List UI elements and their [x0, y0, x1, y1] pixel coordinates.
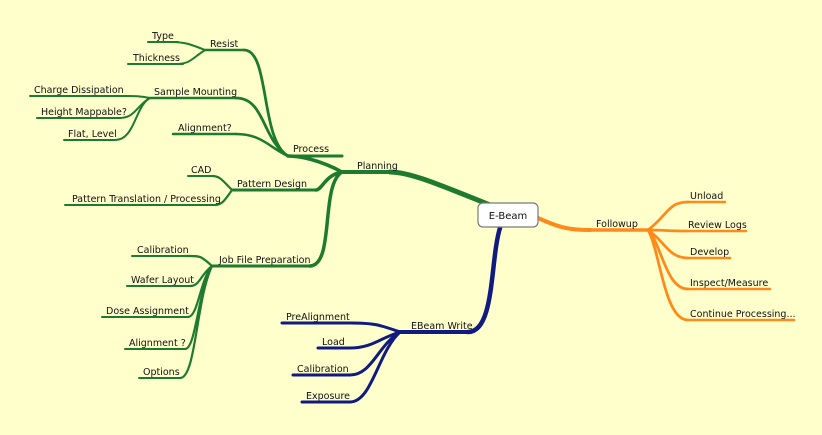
connector-fu-review-logs	[646, 228, 688, 233]
connector-fu-inspect	[646, 228, 690, 291]
node-height-mappable[interactable]: Height Mappable?	[41, 107, 127, 118]
root-node-box	[477, 202, 539, 228]
node-prealignment[interactable]: PreAlignment	[286, 312, 350, 323]
node-alignment[interactable]: Alignment?	[178, 123, 232, 134]
node-type[interactable]: Type	[151, 31, 174, 42]
node-load[interactable]: Load	[322, 337, 345, 348]
connector-sm-charge	[124, 95, 151, 99]
node-exposure[interactable]: Exposure	[306, 391, 350, 402]
connector-jf-options	[178, 264, 214, 380]
node-resist[interactable]: Resist	[210, 39, 239, 50]
node-wafer-layout[interactable]: Wafer Layout	[131, 275, 194, 286]
connector-fu-unload	[646, 200, 690, 232]
node-alignment-jf[interactable]: Alignment ?	[129, 338, 186, 349]
node-planning[interactable]: Planning	[357, 161, 398, 172]
planning-branch	[29, 41, 493, 380]
connector-planning-job-file	[308, 170, 344, 268]
connector-process-sample-mounting	[234, 96, 290, 158]
connector-jf-calibration	[183, 254, 214, 268]
node-ebeam-write[interactable]: EBeam Write	[411, 321, 473, 332]
node-thickness[interactable]: Thickness	[132, 53, 180, 64]
node-calibration-ew[interactable]: Calibration	[297, 364, 349, 375]
node-calibration-jf[interactable]: Calibration	[137, 245, 189, 256]
connector-sm-flat	[114, 97, 151, 141]
connector-root-ebeam-write	[465, 225, 503, 335]
node-pattern-design[interactable]: Pattern Design	[237, 179, 307, 190]
node-inspect-measure[interactable]: Inspect/Measure	[690, 278, 768, 289]
connector-process-alignment	[234, 132, 290, 158]
connector-root-planning	[387, 169, 493, 208]
node-charge-dissipation[interactable]: Charge Dissipation	[34, 85, 124, 96]
connector-ew-exposure	[348, 330, 402, 404]
connector-pd-translation	[213, 188, 234, 207]
node-options[interactable]: Options	[143, 367, 180, 378]
connector-pd-cad	[210, 174, 234, 192]
ebeam-write-branch	[280, 225, 503, 404]
node-continue-processing[interactable]: Continue Processing...	[690, 309, 796, 320]
connector-planning-process	[286, 154, 344, 174]
node-cad[interactable]: CAD	[191, 165, 211, 176]
node-flat-level[interactable]: Flat, Level	[68, 129, 117, 140]
followup-branch	[536, 200, 796, 322]
node-followup[interactable]: Followup	[596, 219, 638, 230]
connector-root-followup	[536, 216, 592, 232]
node-unload[interactable]: Unload	[690, 191, 723, 202]
root-node-label: E-Beam	[489, 211, 527, 222]
connector-resist-type	[169, 41, 206, 51]
node-pattern-translation[interactable]: Pattern Translation / Processing	[72, 194, 221, 205]
connector-fu-continue	[646, 228, 690, 322]
node-sample-mounting[interactable]: Sample Mounting	[154, 87, 237, 98]
node-dose-assignment[interactable]: Dose Assignment	[106, 306, 189, 317]
node-develop[interactable]: Develop	[690, 247, 729, 258]
node-job-file-preparation[interactable]: Job File Preparation	[218, 255, 310, 266]
node-review-logs[interactable]: Review Logs	[688, 220, 747, 231]
connector-ew-prealignment	[348, 321, 402, 334]
root-node[interactable]: E-Beam	[477, 202, 539, 228]
node-process[interactable]: Process	[293, 144, 329, 155]
